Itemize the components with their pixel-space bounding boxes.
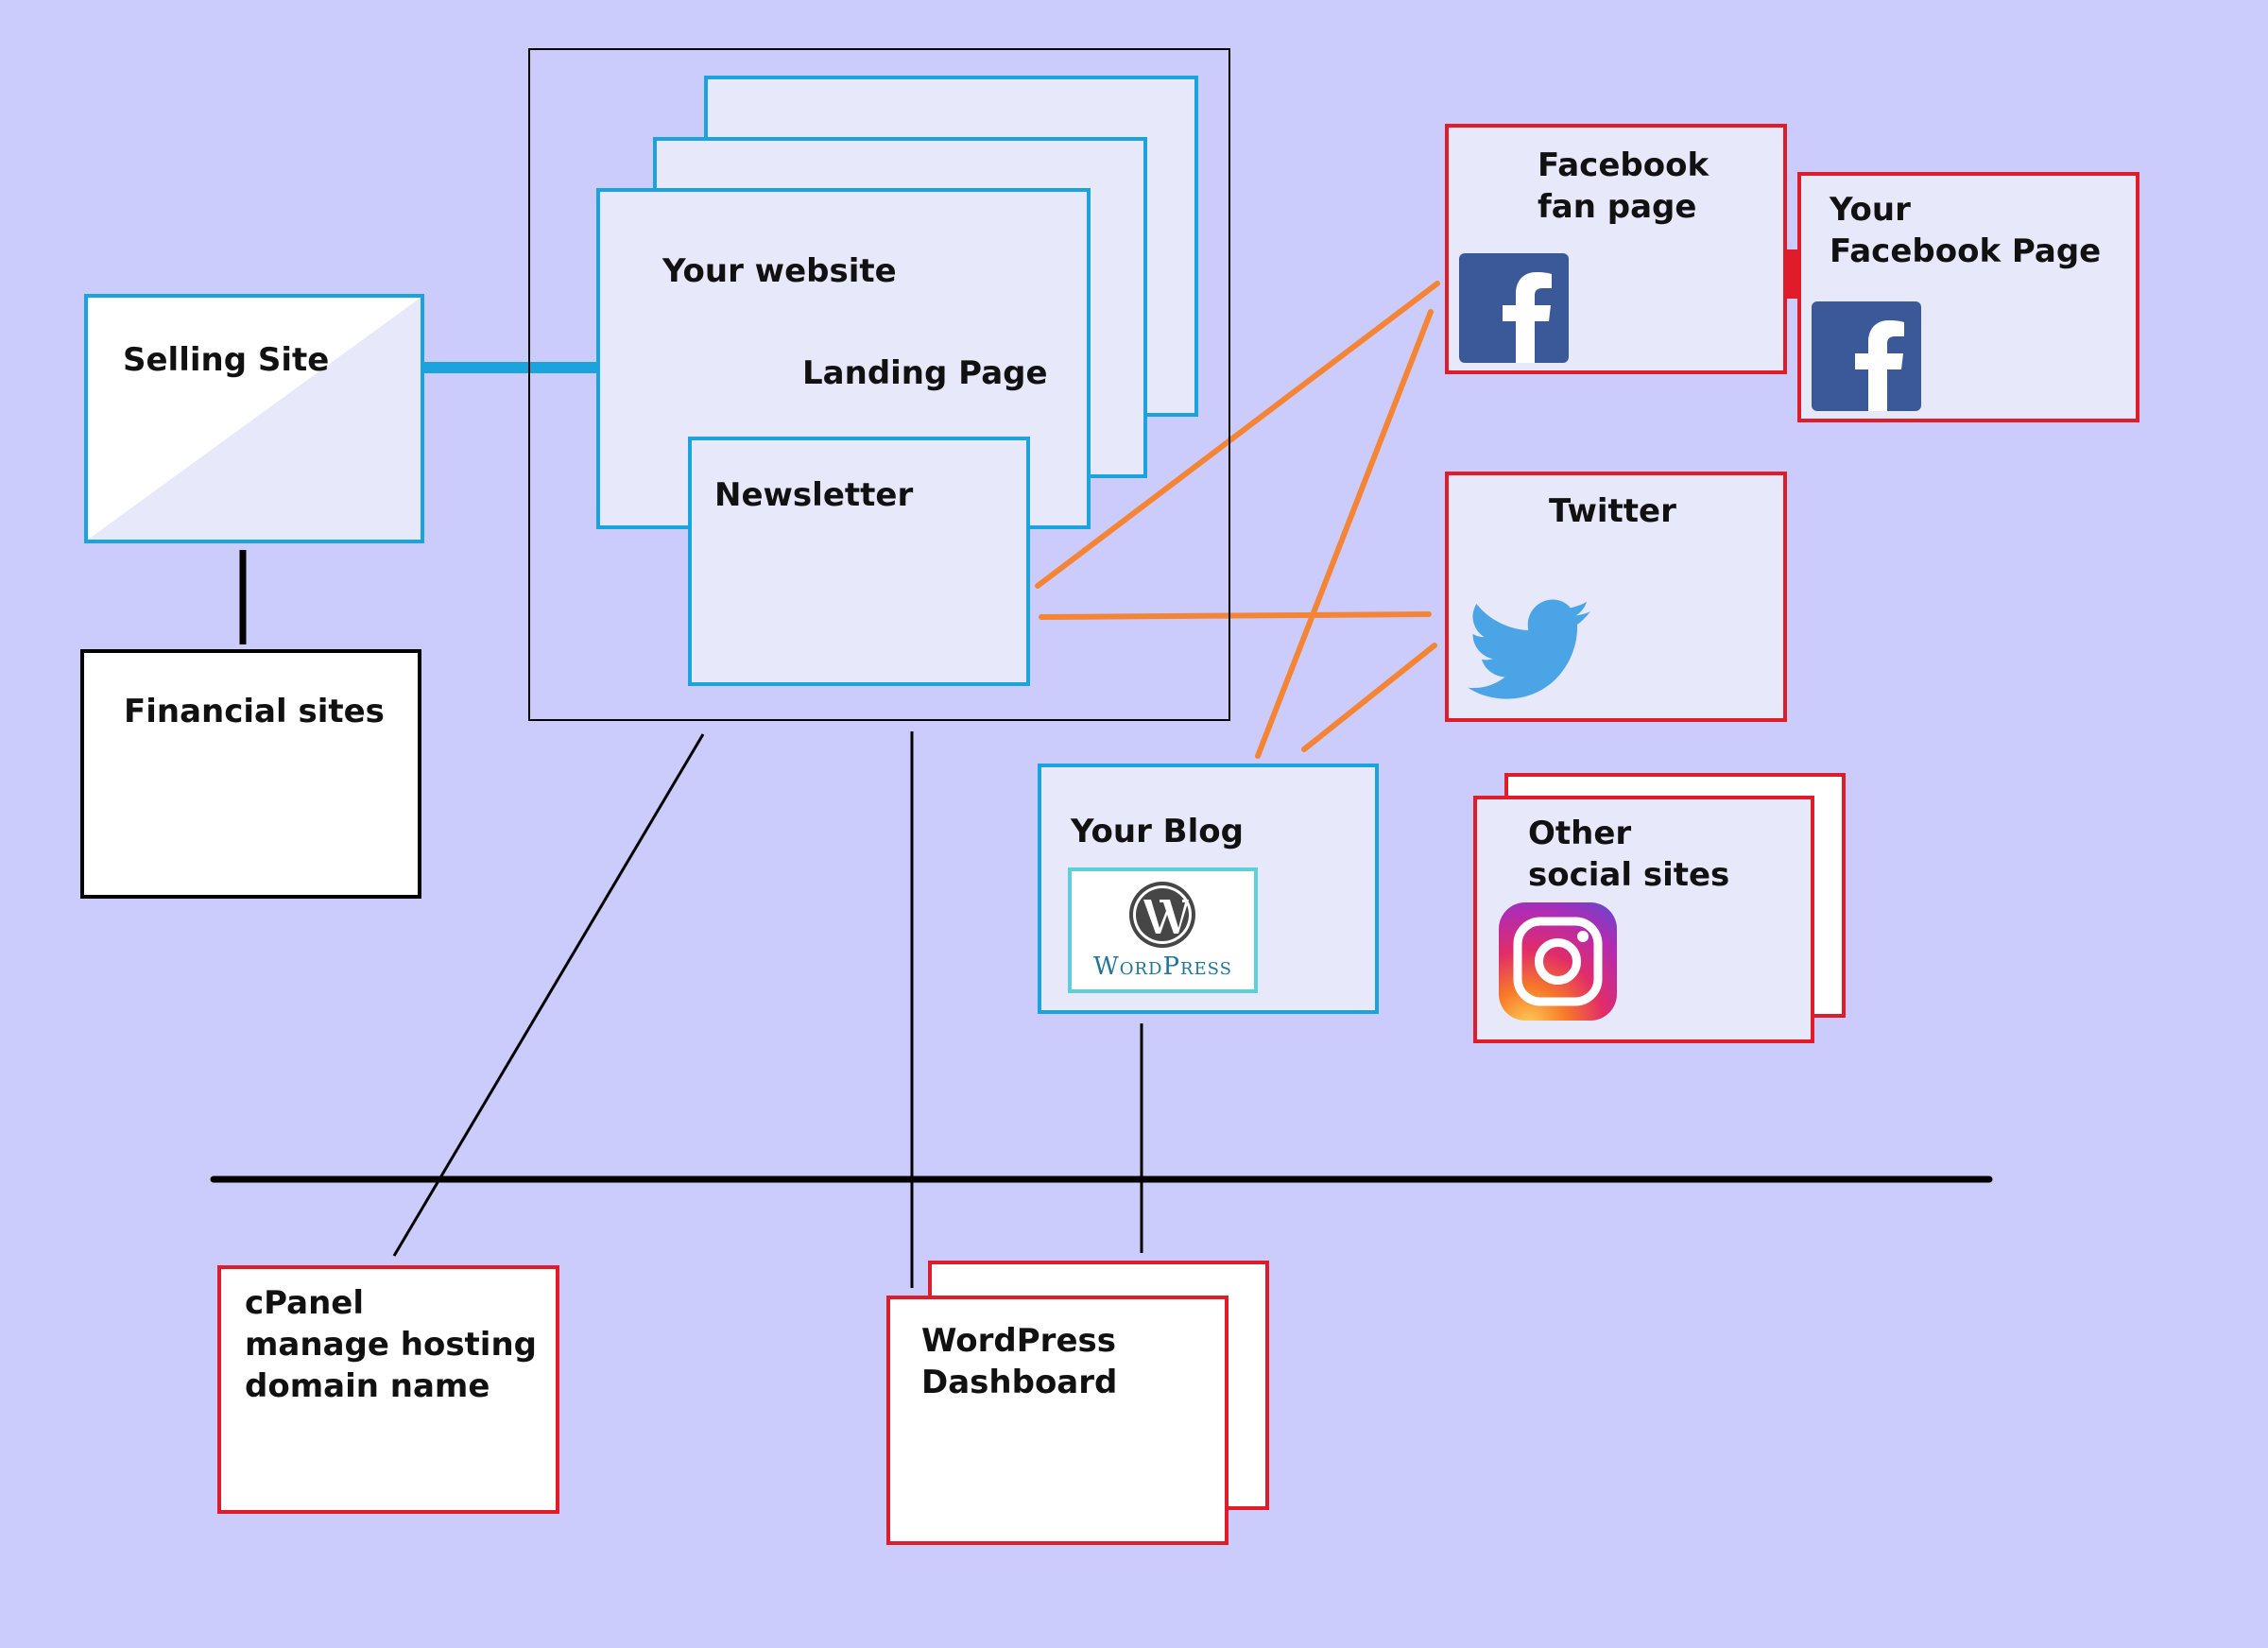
newsletter-to-facebook-link (1035, 281, 1440, 589)
wordpress-dashboard-label-line2: Dashboard (921, 1364, 1118, 1401)
twitter-bird-icon (1468, 599, 1592, 703)
website-group-frame (528, 48, 1230, 721)
blog-to-twitter-link (1301, 643, 1437, 752)
cpanel-box: cPanel manage hosting domain name (217, 1265, 559, 1514)
your-facebook-page-label-line1: Your (1830, 191, 1911, 229)
twitter-box: Twitter (1445, 472, 1787, 722)
twitter-label: Twitter (1549, 492, 1676, 530)
wordpress-dashboard-box: WordPress Dashboard (886, 1296, 1228, 1545)
selling-site-diagonal-fill (88, 298, 421, 540)
newsletter-box: Newsletter (688, 437, 1030, 686)
wordpress-dashboard-label-line1: WordPress (921, 1322, 1116, 1360)
facebook-fan-page-label-line1: Facebook (1538, 146, 1710, 184)
selling-site-box: Selling Site (84, 294, 424, 543)
facebook-pages-connector (1783, 249, 1800, 299)
newsletter-label: Newsletter (714, 476, 914, 514)
your-facebook-page-label-line2: Facebook Page (1830, 232, 2102, 270)
cpanel-label-line1: cPanel (245, 1284, 365, 1322)
instagram-icon (1499, 902, 1617, 1021)
wordpress-logo: WordPress (1068, 867, 1258, 993)
financial-sites-label: Financial sites (124, 693, 385, 730)
your-blog-box: Your Blog WordPress (1038, 764, 1379, 1014)
blog-to-facebook-link (1255, 309, 1434, 759)
your-blog-label: Your Blog (1071, 813, 1244, 850)
wordpress-logo-text: WordPress (1093, 953, 1232, 981)
facebook-fan-page-label-line2: fan page (1538, 188, 1697, 226)
facebook-icon (1459, 253, 1569, 363)
other-social-sites-box: Other social sites (1473, 796, 1814, 1043)
other-social-sites-label-line2: social sites (1528, 856, 1730, 894)
cpanel-label-line2: manage hosting (245, 1326, 538, 1364)
cpanel-label-line3: domain name (245, 1367, 490, 1405)
facebook-icon (1812, 301, 1921, 411)
selling-site-label: Selling Site (123, 341, 330, 379)
other-social-sites-label-line1: Other (1528, 815, 1632, 852)
website-to-cpanel-line (392, 733, 705, 1257)
your-website-label: Your website (662, 252, 897, 290)
newsletter-to-twitter-link (1039, 611, 1432, 620)
facebook-fan-page-box: Facebook fan page (1445, 124, 1787, 374)
financial-sites-box: Financial sites (80, 649, 421, 899)
landing-page-label: Landing Page (802, 354, 1048, 392)
your-facebook-page-box: Your Facebook Page (1797, 172, 2139, 422)
